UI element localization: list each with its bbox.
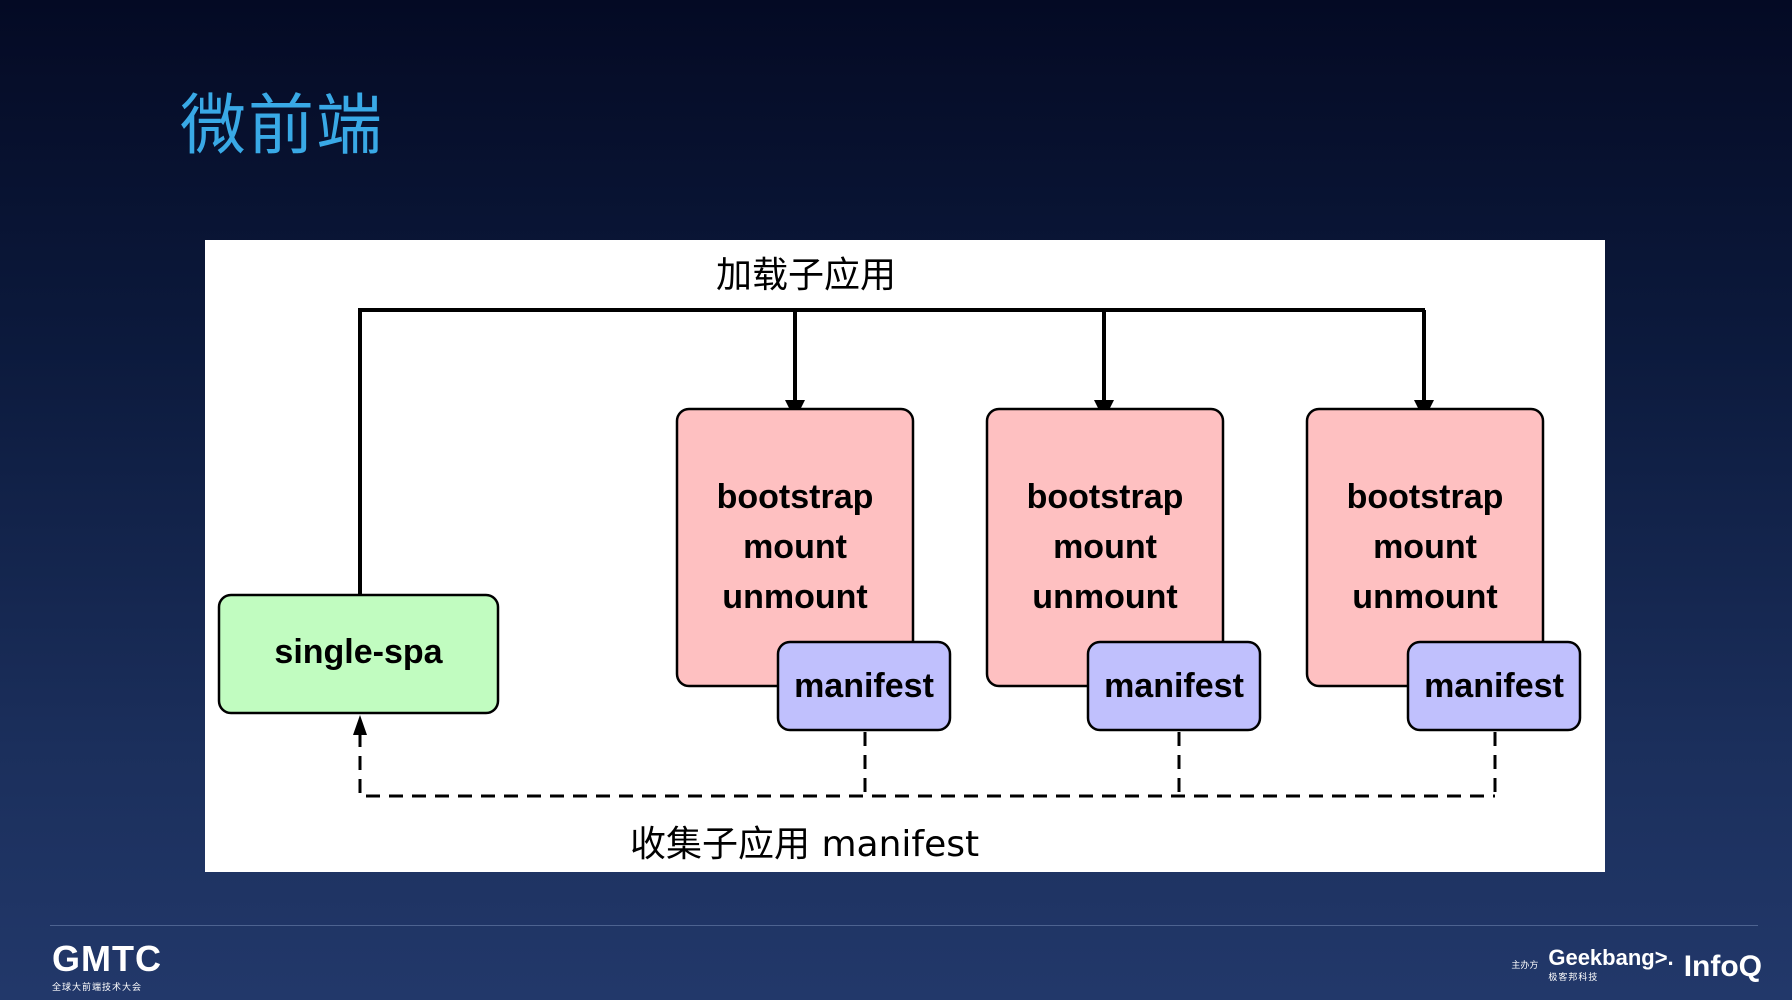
sponsor-logos: 主办方 Geekbang>. 极客邦科技 InfoQ xyxy=(1511,945,1762,984)
geekbang-logo: Geekbang>. 极客邦科技 xyxy=(1548,945,1674,984)
app-2-lifecycle-bootstrap: bootstrap xyxy=(1026,478,1184,516)
app-3-manifest-label: manifest xyxy=(1424,667,1564,705)
diagram-panel: 加载子应用 收集子应用 manifest single-spa bootstra… xyxy=(205,240,1605,872)
app-1-lifecycle-mount: mount xyxy=(743,528,847,566)
gmtc-logo: GMTC 全球大前端技术大会 xyxy=(52,938,162,994)
collect-connector xyxy=(353,715,1497,798)
app-3-lifecycle-bootstrap: bootstrap xyxy=(1346,478,1504,516)
app-1-lifecycle-bootstrap: bootstrap xyxy=(716,478,874,516)
single-spa-label: single-spa xyxy=(274,633,443,671)
manifest-box-3 xyxy=(1406,640,1582,732)
manifest-box-1 xyxy=(776,640,952,732)
gmtc-logo-subtitle: 全球大前端技术大会 xyxy=(52,983,143,993)
manifest-box-2 xyxy=(1086,640,1262,732)
app-2-lifecycle-unmount: unmount xyxy=(1032,578,1178,616)
app-1-lifecycle-unmount: unmount xyxy=(722,578,868,616)
app-3-lifecycle-mount: mount xyxy=(1373,528,1477,566)
host-label: 主办方 xyxy=(1511,961,1539,971)
diagram-svg xyxy=(217,308,1582,798)
geekbang-logo-subtitle: 极客邦科技 xyxy=(1548,973,1599,983)
infoq-logo: InfoQ xyxy=(1683,950,1762,983)
load-caption: 加载子应用 xyxy=(716,255,897,296)
slide-title: 微前端 xyxy=(180,87,384,164)
app-3-lifecycle-unmount: unmount xyxy=(1352,578,1498,616)
app-1-manifest-label: manifest xyxy=(794,667,934,705)
app-2-lifecycle-mount: mount xyxy=(1053,528,1157,566)
app-2-manifest-label: manifest xyxy=(1104,667,1244,705)
geekbang-logo-text: Geekbang>. xyxy=(1548,945,1674,970)
gmtc-logo-text: GMTC xyxy=(52,938,162,979)
footer-divider xyxy=(50,925,1758,926)
collect-caption: 收集子应用 manifest xyxy=(630,824,980,865)
single-spa-box xyxy=(217,593,500,715)
collect-arrowhead xyxy=(353,715,367,735)
